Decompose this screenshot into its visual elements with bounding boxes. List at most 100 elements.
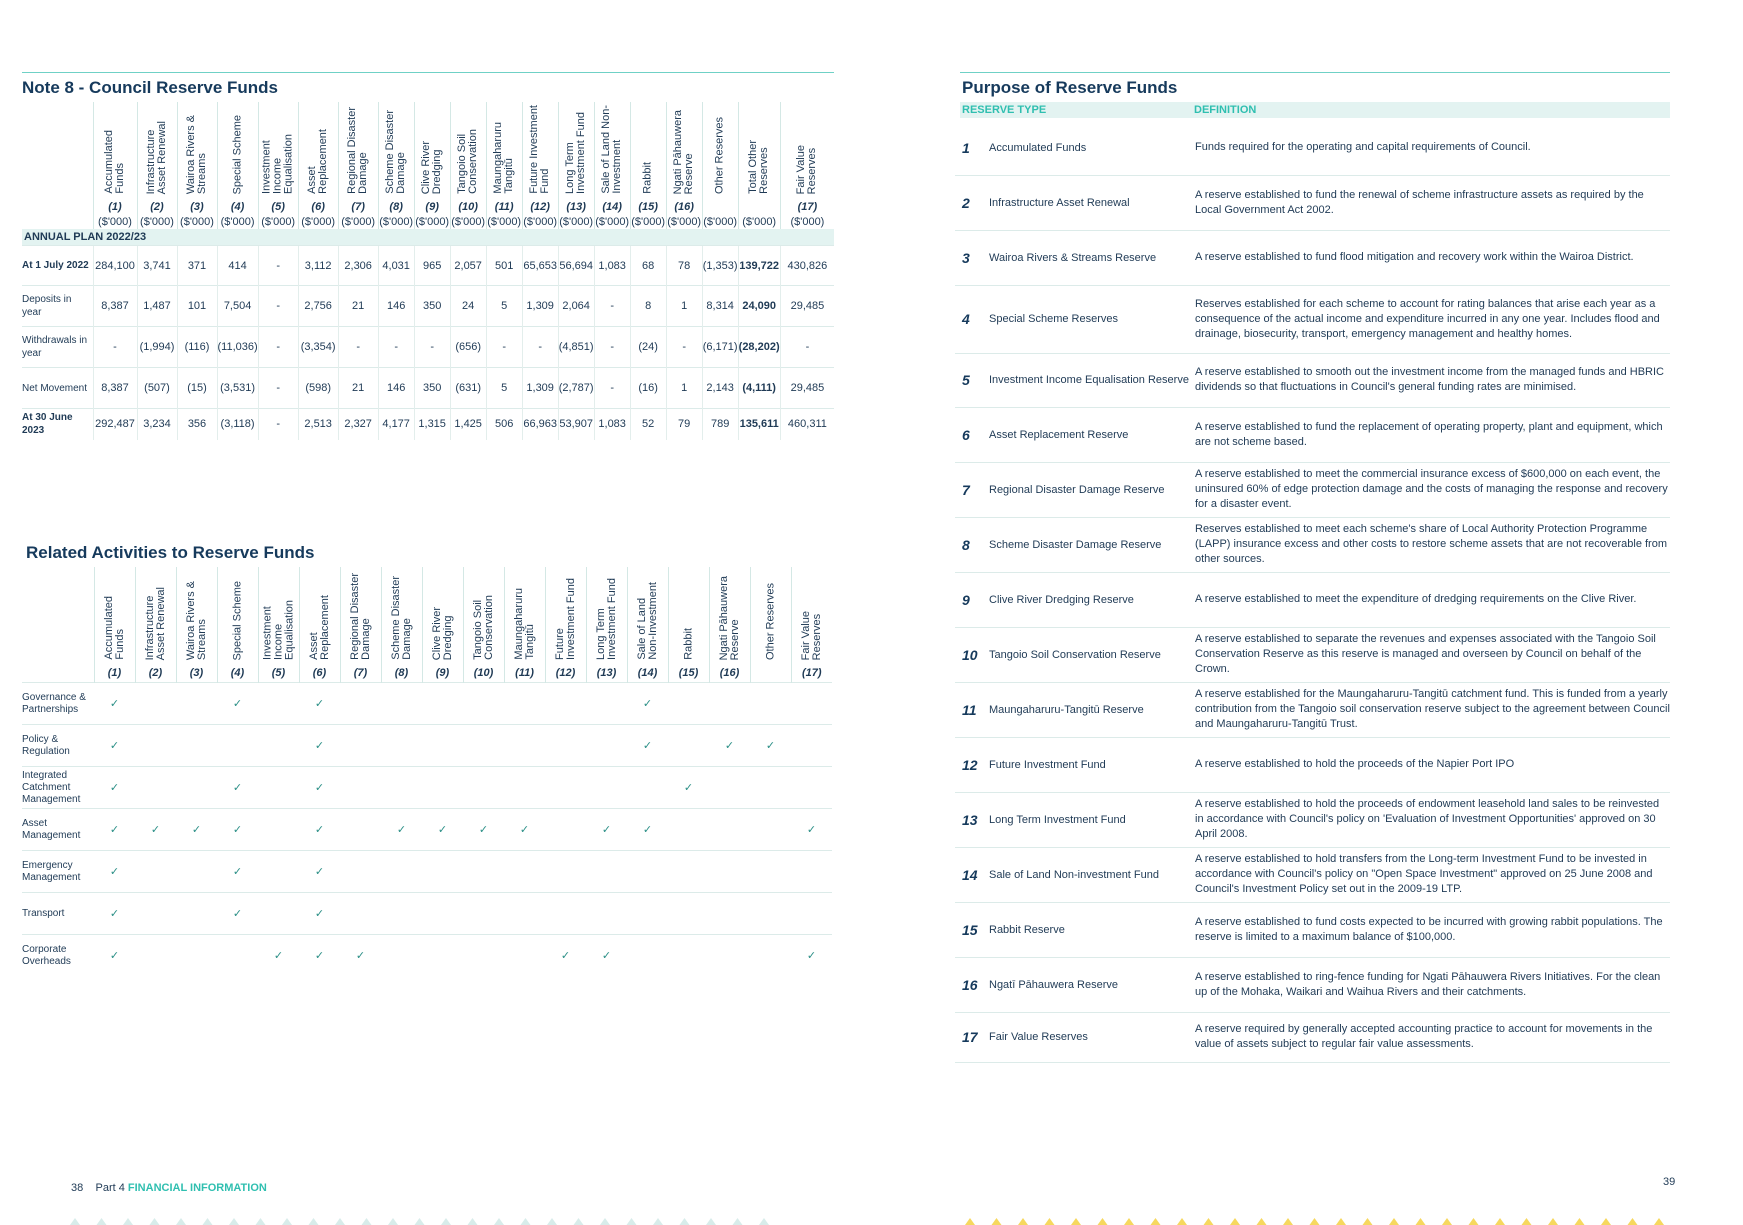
tick-cell [504,724,545,767]
table-cell: 1,309 [521,285,559,327]
tick-cell [791,724,832,767]
reserve-definition: A reserve required by generally accepted… [1195,1023,1653,1050]
check-icon: ✓ [478,824,489,836]
column-header-label: Accumulated Funds [102,596,126,660]
tick-cell [217,724,258,767]
tick-cell [135,892,176,935]
table-cell: (631) [449,367,487,409]
table-cell: 1,425 [449,408,487,440]
column-header-label: Special Scheme [231,114,244,195]
check-icon: ✓ [601,824,612,836]
tick-cell [586,766,627,809]
check-icon: ✓ [560,950,571,962]
table-cell: - [92,326,137,368]
check-icon: ✓ [109,950,120,962]
column-header-label: Sale of Land Non-Investment [635,582,659,660]
triangle-shape [1177,1218,1187,1225]
table-cell: 3,234 [136,408,177,440]
table-cell: 2,143 [701,367,739,409]
column-header: Other Reserves [701,102,739,198]
tick-cell: ✓ [299,850,340,893]
tick-cell [340,850,381,893]
triangle-shape [679,1218,690,1225]
column-header-label: Rabbit [682,628,694,660]
triangle-shape [1601,1218,1611,1225]
activity-label: Integrated Catchment Management [22,766,94,809]
column-header: Rabbit [629,102,667,198]
table-cell: - [257,408,299,440]
column-header: Wairoa Rivers & Streams [175,567,217,664]
triangle-shape [759,1218,769,1225]
column-number: (14) [593,198,631,215]
tick-cell [545,682,586,725]
tick-cell [504,892,545,935]
column-header: Fair Value Reserves [779,102,835,198]
check-icon: ✓ [109,782,120,794]
tick-cell [627,766,668,809]
tick-cell: ✓ [504,808,545,851]
triangle-shape [1150,1218,1161,1225]
reserve-definition: Reserves established to meet each scheme… [1195,523,1668,565]
column-header: Regional Disaster Damage [339,567,381,664]
table-cell: 350 [413,285,451,327]
reserve-number: 16 [962,976,978,993]
decorative-triangles-left [70,1218,769,1225]
reserve-type: Special Scheme Reserves [989,313,1119,325]
table-cell: 430,826 [779,245,835,286]
column-number: (5) [257,664,299,683]
table-cell: - [779,326,835,368]
tick-cell [709,892,750,935]
column-number: (7) [337,198,379,215]
reserve-number: 15 [962,921,978,938]
header-spacer [22,567,94,664]
table-cell: 3,741 [136,245,177,286]
check-icon: ✓ [191,824,202,836]
column-number: (2) [136,198,177,215]
check-icon: ✓ [314,950,325,962]
table-cell: 1,309 [521,367,559,409]
table-cell: 2,064 [557,285,595,327]
reserve-number: 11 [962,701,977,718]
column-header-label: Scheme Disaster Damage [384,110,408,194]
check-icon: ✓ [314,908,325,920]
column-header: Clive River Dredging [421,567,463,664]
column-number: (10) [449,198,487,215]
column-header: Clive River Dredging [413,102,451,198]
table-cell: (3,354) [297,326,339,368]
column-header-label: Investment Income Equalisation [260,134,295,194]
table-cell: 789 [701,408,739,440]
table-cell: (4,111) [737,367,781,409]
table-cell: - [257,326,299,368]
triangle-shape [1044,1218,1055,1225]
column-header: Scheme Disaster Damage [377,102,415,198]
tick-cell [586,850,627,893]
reserve-type: Regional Disaster Damage Reserve [989,483,1165,496]
column-number: (5) [257,198,299,215]
check-icon: ✓ [109,824,120,836]
footer-left: 38 Part 4 FINANCIAL INFORMATION [71,1182,267,1194]
column-header-label: Maungaharuru Tangitū [512,588,536,660]
column-header-label: Total Other Reserves [747,140,771,194]
check-icon: ✓ [314,740,325,752]
table-cell: 5 [485,285,523,327]
column-unit: ($'000) [216,215,259,229]
table-cell: (656) [449,326,487,368]
column-header: Future Investment Fund [521,102,559,198]
reserve-type: Investment Income Equalisation Reserve [989,374,1189,386]
tick-cell [668,934,709,976]
tick-cell [340,724,381,767]
column-number: (8) [377,198,415,215]
tick-cell [791,766,832,809]
tick-cell: ✓ [586,934,627,976]
table-cell: (116) [176,326,217,368]
tick-cell [176,934,217,976]
reserve-definition: A reserve established to fund the renewa… [1195,188,1644,216]
table-cell: 79 [665,408,703,440]
column-header-label: Rabbit [641,162,654,194]
tick-cell [709,766,750,809]
